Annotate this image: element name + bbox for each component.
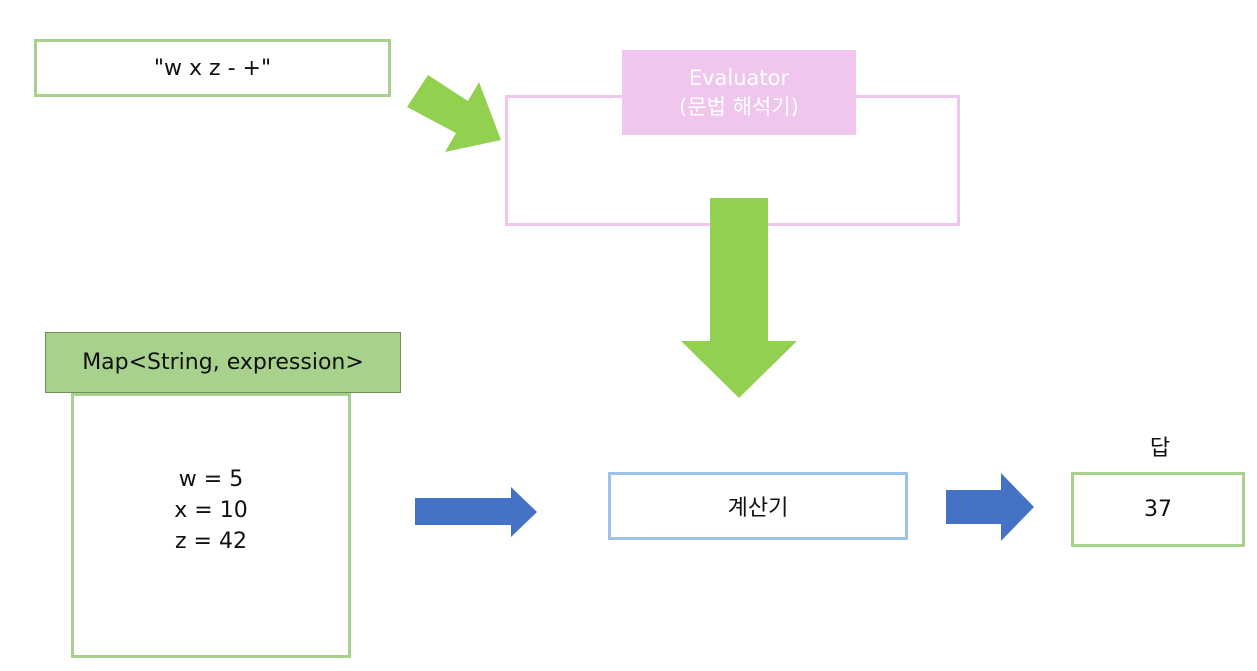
answer-label: 답 bbox=[1130, 428, 1190, 464]
answer-value: 37 bbox=[1144, 497, 1172, 522]
evaluator-title-line1: Evaluator bbox=[688, 65, 790, 90]
arrow-input-to-evaluator bbox=[407, 75, 501, 152]
evaluator-title: Evaluator (문법 해석기) bbox=[622, 50, 856, 135]
answer-box: 37 bbox=[1071, 472, 1245, 547]
calculator-box: 계산기 bbox=[608, 472, 908, 540]
map-entry-w: w = 5 bbox=[178, 467, 244, 492]
map-entries: w = 5 x = 10 z = 42 bbox=[74, 464, 348, 557]
arrow-map-to-calculator bbox=[415, 487, 537, 537]
map-entry-z: z = 42 bbox=[175, 529, 247, 554]
map-entry-x: x = 10 bbox=[174, 498, 248, 523]
calculator-label: 계산기 bbox=[727, 496, 789, 521]
map-header: Map<String, expression> bbox=[45, 332, 401, 393]
map-header-text: Map<String, expression> bbox=[82, 350, 364, 375]
answer-label-text: 답 bbox=[1149, 436, 1171, 461]
arrow-evaluator-to-calculator bbox=[681, 198, 797, 398]
input-expression-text: "w x z - +" bbox=[153, 55, 272, 81]
arrow-calculator-to-answer bbox=[946, 473, 1034, 541]
map-body: w = 5 x = 10 z = 42 bbox=[71, 393, 351, 658]
evaluator-title-line2: (문법 해석기) bbox=[679, 94, 799, 119]
input-expression-box: "w x z - +" bbox=[34, 39, 391, 97]
